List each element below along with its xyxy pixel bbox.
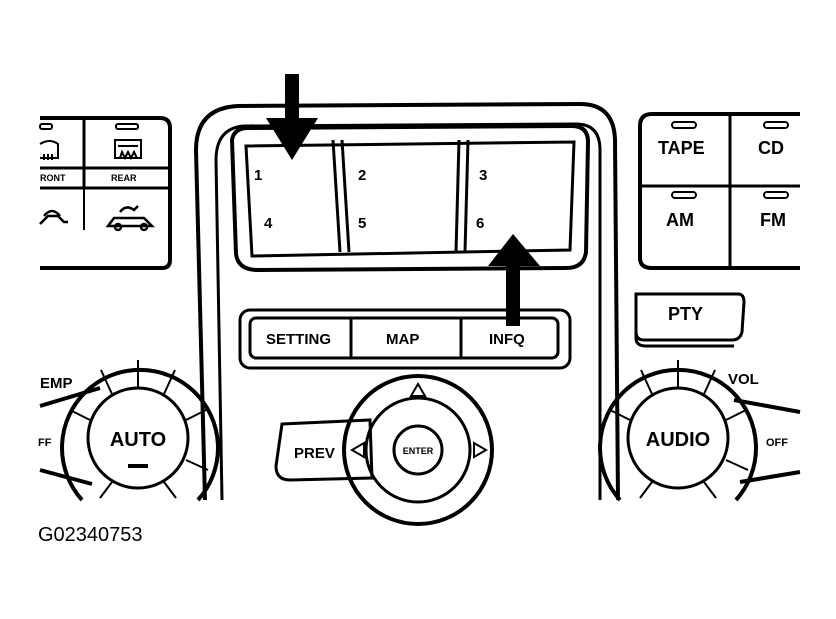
pty-button-label: PTY <box>668 304 703 324</box>
fresh-air-car-icon <box>105 205 156 232</box>
right-off-label: OFF <box>766 437 788 449</box>
left-triangle-icon[interactable] <box>350 441 365 459</box>
cd-button-label: CD <box>758 138 784 158</box>
pty-button-frame <box>634 292 746 348</box>
up-triangle-icon[interactable] <box>409 382 427 397</box>
info-button-label: INFQ <box>489 331 525 348</box>
preset-6: 6 <box>476 215 484 232</box>
left-climate-buttons <box>39 116 172 270</box>
menu-button-bar <box>238 308 572 370</box>
auto-dial <box>39 360 220 502</box>
rear-label: REAR <box>111 173 137 183</box>
setting-button-label: SETTING <box>266 331 331 348</box>
right-audio-buttons <box>638 112 800 270</box>
figure-code: G02340753 <box>38 524 143 546</box>
front-defrost-icon <box>39 140 59 160</box>
recirculation-car-icon <box>39 209 68 225</box>
auto-button-label: AUTO <box>110 429 166 451</box>
audio-button-label: AUDIO <box>646 429 710 451</box>
tape-button-label: TAPE <box>658 138 705 158</box>
right-triangle-icon[interactable] <box>473 441 488 459</box>
audio-dial <box>598 360 801 502</box>
fm-button-label: FM <box>760 210 786 230</box>
preset-4: 4 <box>264 215 273 232</box>
preset-3: 3 <box>479 167 487 184</box>
center-housing <box>193 101 620 501</box>
map-button-label: MAP <box>386 331 419 348</box>
temp-label: EMP <box>40 375 73 392</box>
nav-controller <box>274 374 494 526</box>
preset-1: 1 <box>254 167 262 184</box>
up-arrow-icon <box>488 234 540 326</box>
vol-label: VOL <box>728 371 759 388</box>
preset-2: 2 <box>358 167 366 184</box>
front-label: RONT <box>40 173 66 183</box>
left-off-label: FF <box>38 437 52 449</box>
down-arrow-icon <box>266 74 318 160</box>
am-button-label: AM <box>666 210 694 230</box>
preset-5: 5 <box>358 215 366 232</box>
rear-defrost-icon <box>114 139 142 161</box>
enter-button-label: ENTER <box>403 446 434 456</box>
prev-button-label: PREV <box>294 445 335 462</box>
